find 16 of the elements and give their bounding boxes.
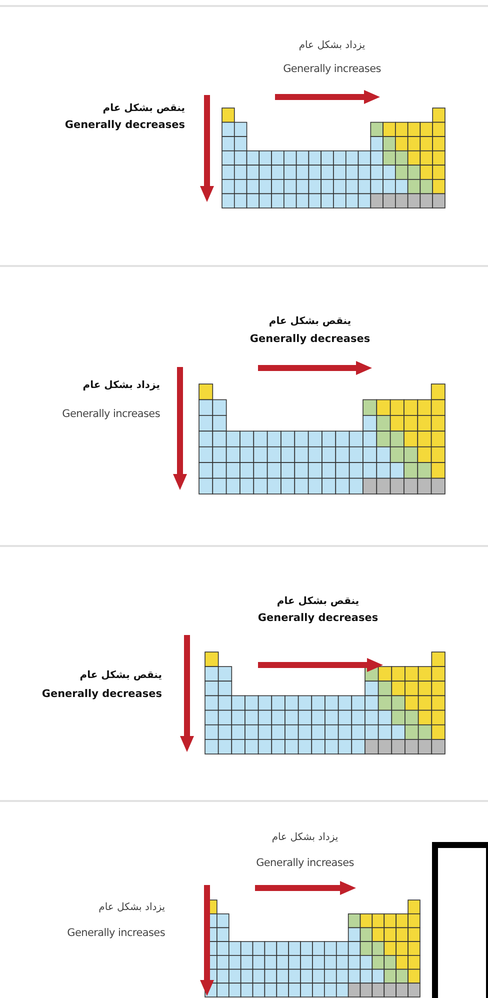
trend-label: ينقص بشكل عام <box>276 596 360 608</box>
trend-label: Generally increases <box>256 857 354 870</box>
trend-label: Generally decreases <box>258 612 378 625</box>
trend-label: Generally increases <box>62 408 160 421</box>
trend-label: Generally increases <box>283 63 381 76</box>
trend-label: يزداد بشكل عام <box>272 832 338 844</box>
trend-label: يزداد بشكل عام <box>98 902 165 914</box>
trend-label: Generally decreases <box>64 119 185 132</box>
trend-label: يزداد بشكل عام <box>82 380 160 392</box>
trend-label: يزداد بشكل عام <box>298 40 366 52</box>
trend-label: Generally increases <box>67 927 165 940</box>
trend-label: ينقص بشكل عام <box>80 670 162 682</box>
trend-label: Generally decreases <box>250 333 370 346</box>
trend-label: ينقص بشكل عام <box>102 103 185 115</box>
trend-label: Generally decreases <box>42 688 162 701</box>
trend-label: ينقص بشكل عام <box>268 316 352 328</box>
